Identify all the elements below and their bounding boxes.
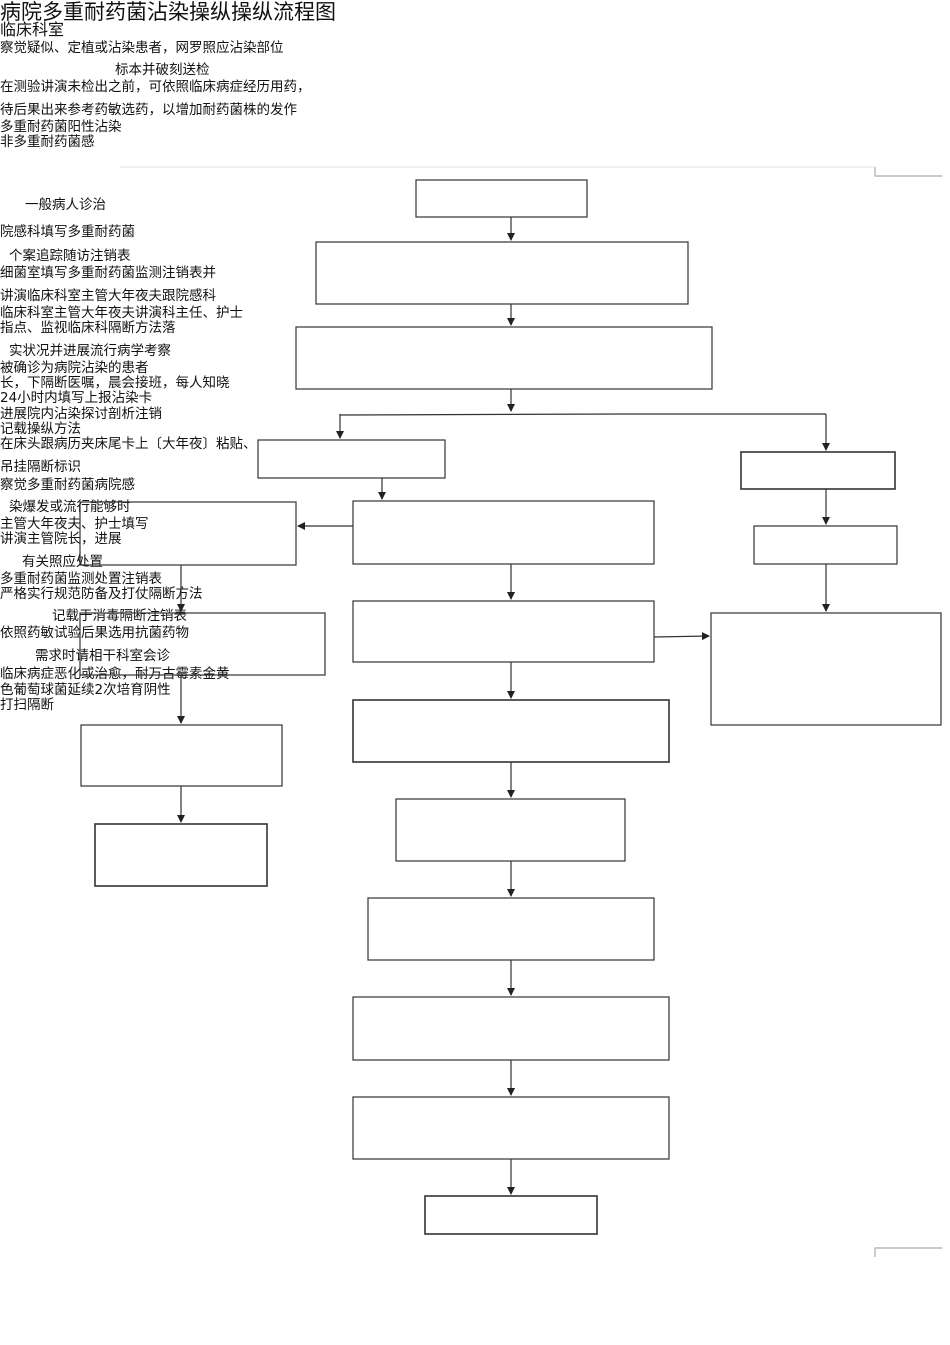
text-infection-dept-fill: 院感科填写多重耐药菌 [0,224,135,240]
flow-box-left-4 [94,823,268,887]
text-outbreak-possible: 染爆发或流行能够时 [9,499,131,515]
flow-box-1 [415,179,588,218]
text-sensitivity-drug: 待后果出来参考药敏选药，以增加耐药菌株的发作 [0,102,297,118]
text-send-specimen: 标本并破刻送检 [115,62,210,78]
text-record-measures: 记载操纵方法 [0,421,81,437]
text-discussion-register: 进展院内沾染探讨剖析注销 [0,406,162,422]
page-corner-mark-top [874,167,942,177]
flow-box-right-branch [740,451,896,490]
text-non-mdro: 非多重耐药菌感 [0,134,95,150]
flow-box-9 [352,996,670,1061]
flow-box-outbreak [79,501,297,566]
text-24h-report: 24小时内填写上报沾染卡 [0,390,153,406]
arrow-5-right-3 [653,632,710,641]
text-bedside-label: 在床头跟病历夹床尾卡上〔大年夜〕粘贴、 [0,436,257,452]
text-remove-isolation: 打扫隔断 [0,697,54,713]
flow-box-10 [352,1096,670,1160]
text-isolation-order: 长，下隔断医嘱，晨会接班，每人知晓 [0,375,230,391]
flow-box-6 [352,699,670,763]
text-relevant-handling: 有关照应处置 [22,554,103,570]
text-general-treatment: 一般病人诊治 [25,197,106,213]
flow-box-right-3 [710,612,942,726]
text-doctor-nurse-fill: 主管大年夜夫、护士填写 [0,516,149,532]
flow-box-5 [352,600,655,663]
page-title: 病院多重耐药菌沾染操纵操纵流程图 [0,0,336,24]
flow-box-right-2 [753,525,898,565]
text-handling-register: 多重耐药菌监测处置注销表 [0,571,162,587]
text-symptom-cured: 临床病症恶化或治愈，耐万古霉素金黄 [0,666,230,682]
text-discover-patient: 察觉疑似、定植或沾染患者，网罗照应沾染部位 [0,40,284,56]
text-clinical-dept: 临床科室 [0,20,65,39]
text-report-director: 临床科室主管大年夜夫讲演科主任、护士 [0,305,243,321]
text-negative-culture: 色葡萄球菌延续2次培育阴性 [0,682,171,698]
text-empirical-drug: 在测验讲演未检出之前，可依照临床病症经历用药， [0,79,311,95]
text-disinfection-register: 记载于消毒隔断注销表 [52,608,187,624]
flow-box-3 [295,326,713,390]
flow-box-8 [367,897,655,961]
flow-box-11 [424,1195,598,1235]
text-consultation: 需求时请相干科室会诊 [35,648,170,664]
text-select-antibiotics: 依照药敏试验后果选用抗菌药物 [0,625,189,641]
flow-box-4 [352,500,655,565]
page-corner-mark-bottom [874,1247,942,1257]
flow-box-left-branch [257,439,446,479]
flow-box-left-3 [80,724,283,787]
text-strict-precautions: 严格实行规范防备及打仗隔断方法 [0,586,203,602]
text-epidemiology: 实状况并进展流行病学考察 [9,343,171,359]
flow-box-7 [395,798,626,862]
text-supervise-isolation: 指点、监视临床科隔断方法落 [0,320,176,336]
flow-box-handling [79,612,326,676]
text-report-doctor: 讲演临床科室主管大年夜夫跟院感科 [0,288,216,304]
text-confirmed-patient: 被确诊为病院沾染的患者 [0,360,149,376]
text-discover-outbreak: 察觉多重耐药菌病院感 [0,477,135,493]
text-isolation-sign: 吊挂隔断标识 [0,459,81,475]
text-lab-register: 细菌室填写多重耐药菌监测注销表并 [0,265,216,281]
text-case-followup: 个案追踪随访注销表 [9,248,131,264]
text-report-president: 讲演主管院长，进展 [0,531,122,547]
text-mdro-positive: 多重耐药菌阳性沾染 [0,119,122,135]
flow-box-2 [315,241,689,305]
